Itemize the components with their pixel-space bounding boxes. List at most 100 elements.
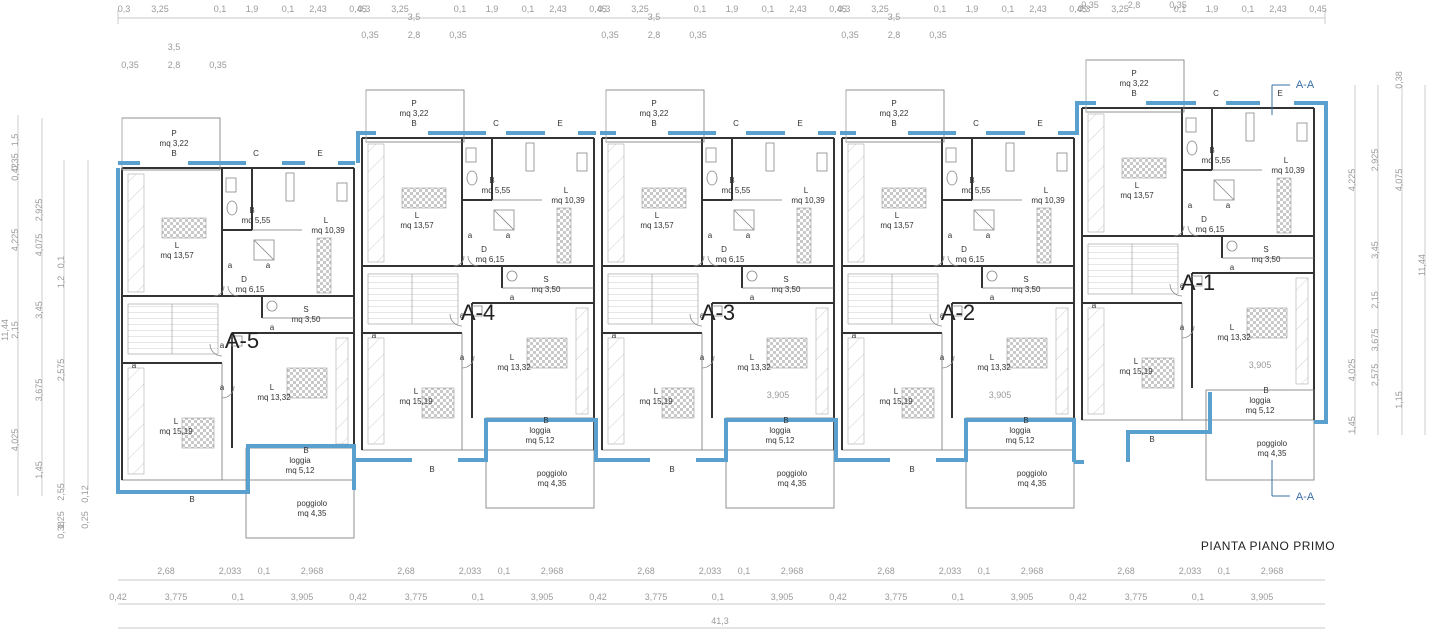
door-marker: a [940, 311, 945, 320]
room-code-loggia: loggia [769, 426, 791, 435]
room-code-bed3: L [1134, 357, 1139, 366]
opening-b-loggia: B [303, 446, 308, 455]
dim-top-small: 0,45 [589, 4, 607, 14]
dim-top-small: 0,1 [1174, 4, 1187, 14]
dim-top-small: 0,3 [358, 4, 371, 14]
dim-porch-side: 0,35 [209, 60, 227, 70]
dim-left: 0,42 [10, 163, 20, 181]
room-code-bed2: L [990, 353, 995, 362]
dim-bottom1: 2,033 [219, 566, 242, 576]
opening-c: C [973, 119, 979, 128]
dim-left: 1,2 [56, 276, 66, 289]
room-code-bath: B [729, 176, 734, 185]
dim-right: 4,075 [1394, 169, 1404, 192]
door-marker: a [986, 231, 991, 240]
room-code-bed3: L [174, 417, 179, 426]
room-code-s: S [1263, 245, 1268, 254]
opening-c: C [733, 119, 739, 128]
room-code-kitchen: L [804, 186, 809, 195]
room-area-bed1: mq 13,57 [1120, 191, 1154, 200]
dim-porch-side: 0,35 [601, 30, 619, 40]
room-code-bed2: L [750, 353, 755, 362]
dim-right: 2,925 [1370, 149, 1380, 172]
dim-inner-3905: 3,905 [1249, 360, 1272, 370]
opening-e: E [797, 119, 802, 128]
room-code-poggiolo: poggiolo [777, 469, 808, 478]
dim-right: 11,44 [1417, 254, 1427, 276]
door-marker: a [708, 231, 713, 240]
room-code-bed1: L [415, 211, 420, 220]
room-area-p: mq 3,22 [880, 109, 909, 118]
door-marker: a [750, 293, 755, 302]
room-area-kitchen: mq 10,39 [1031, 196, 1065, 205]
dim-bottom1: 2,033 [699, 566, 722, 576]
dim-bottom1: 0,1 [258, 566, 271, 576]
door-marker: a [506, 231, 511, 240]
section-marker-top: A-A [1296, 79, 1315, 91]
dim-porch-width: 3,5 [168, 42, 181, 52]
door-marker: a [220, 383, 225, 392]
door-marker: a [270, 323, 275, 332]
dim-bottom2: 0,1 [1192, 592, 1205, 602]
dim-bottom2: 0,42 [589, 592, 607, 602]
room-area-bed3: mq 15,19 [399, 397, 433, 406]
room-area-bed3: mq 15,19 [1119, 367, 1153, 376]
room-area-poggiolo: mq 4,35 [538, 479, 567, 488]
dim-bottom1: 2,968 [1261, 566, 1284, 576]
room-area-loggia: mq 5,12 [526, 436, 555, 445]
dim-left: 3,45 [34, 301, 44, 319]
dim-bottom2: 0,42 [829, 592, 847, 602]
room-area-s: mq 3,50 [1252, 255, 1281, 264]
room-code-d: D [721, 245, 727, 254]
opening-e: E [1037, 119, 1042, 128]
room-code-poggiolo: poggiolo [537, 469, 568, 478]
dim-porch-side: 0,35 [361, 30, 379, 40]
room-area-bed1: mq 13,57 [640, 221, 674, 230]
dim-top: 2,43 [549, 4, 567, 14]
room-area-s: mq 3,50 [772, 285, 801, 294]
room-code-d: D [961, 245, 967, 254]
dim-right: 2,575 [1370, 364, 1380, 387]
dim-bottom2: 0,42 [109, 592, 127, 602]
opening-b-loggia: B [1263, 386, 1268, 395]
room-code-p: P [171, 129, 176, 138]
apartment-a1 [1081, 107, 1315, 421]
dim-inner-3905: 3,905 [989, 390, 1012, 400]
opening-b-bottom: B [189, 495, 194, 504]
unit-label-a-4: A-4 [461, 300, 495, 325]
room-code-d: D [1201, 215, 1207, 224]
room-area-s: mq 3,50 [1012, 285, 1041, 294]
room-code-bed2: L [1230, 323, 1235, 332]
dim-bottom1: 2,68 [637, 566, 655, 576]
opening-b-top: B [411, 119, 416, 128]
room-code-bath: B [249, 206, 254, 215]
door-marker: a [852, 331, 857, 340]
dim-bottom2: 3,905 [531, 592, 554, 602]
dim-left: 2,15 [10, 321, 20, 339]
room-code-bed3: L [894, 387, 899, 396]
bottom-dimension-lines [118, 579, 1325, 629]
door-marker: a [228, 261, 233, 270]
room-area-kitchen: mq 10,39 [551, 196, 585, 205]
opening-c: C [493, 119, 499, 128]
room-code-s: S [783, 275, 788, 284]
unit-label-a-1: A-1 [1181, 270, 1215, 295]
room-area-poggiolo: mq 4,35 [1258, 449, 1287, 458]
apartment-a3 [601, 137, 835, 451]
dim-right: 1,15 [1394, 391, 1404, 409]
room-code-s: S [303, 305, 308, 314]
dim-porch-side: 0,35 [1081, 0, 1099, 10]
room-code-poggiolo: poggiolo [1257, 439, 1288, 448]
door-marker: a [372, 331, 377, 340]
room-code-bed1: L [1135, 181, 1140, 190]
dim-bottom1: 0,1 [978, 566, 991, 576]
door-marker: a [266, 261, 271, 270]
room-code-kitchen: L [324, 216, 329, 225]
room-code-loggia: loggia [1249, 396, 1271, 405]
dim-left: 2,55 [56, 483, 66, 501]
room-code-bed3: L [414, 387, 419, 396]
room-area-bed1: mq 13,57 [880, 221, 914, 230]
right-dimension-lines [1354, 85, 1426, 435]
dim-porch-inner: 2,8 [648, 30, 661, 40]
room-area-bath: mq 5,55 [1202, 156, 1231, 165]
